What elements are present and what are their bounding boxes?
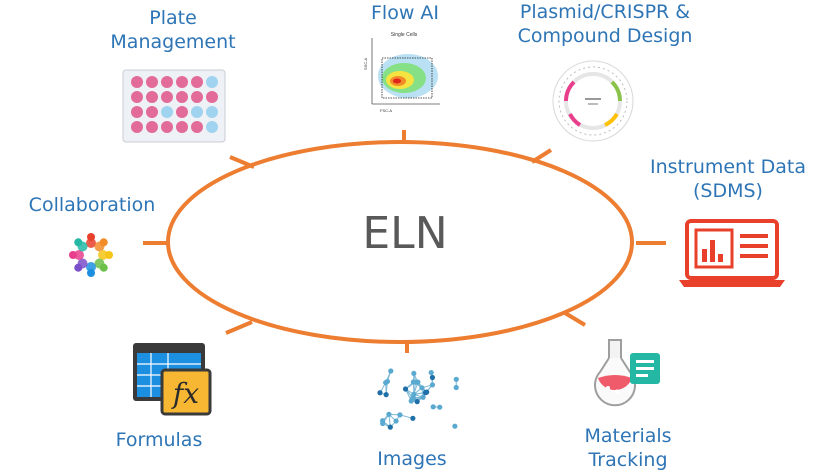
plasmid-label-line1: Plasmid/CRISPR &: [519, 1, 691, 23]
well: [206, 121, 218, 133]
flow-plot-x-label: FSC-A: [380, 108, 392, 113]
well: [191, 106, 203, 118]
flow-label-line1: Flow AI: [370, 2, 439, 24]
atom: [424, 389, 430, 395]
atom: [437, 404, 443, 410]
well: [161, 76, 173, 88]
person-body: [77, 241, 88, 252]
formulas-label: Formulas: [109, 428, 209, 452]
atom: [387, 424, 393, 430]
well: [206, 91, 218, 103]
atom: [410, 415, 416, 421]
atom: [411, 370, 417, 377]
plate-label-line2: Management: [110, 31, 236, 53]
well: [146, 91, 158, 103]
formula-symbol: fx: [171, 377, 199, 410]
well: [176, 91, 188, 103]
person-body: [86, 262, 96, 272]
well: [146, 106, 158, 118]
atom: [411, 391, 417, 397]
plasmid-label: Plasmid/CRISPR & Compound Design: [490, 0, 720, 48]
spoke-plate: [229, 155, 255, 169]
flow-plot-y-label: SSC-A: [363, 57, 368, 70]
atom: [397, 412, 403, 418]
flask-document-icon: [594, 339, 660, 407]
atom: [393, 418, 399, 424]
well: [161, 121, 173, 133]
plate-management-label: Plate Management: [103, 6, 243, 54]
atom: [453, 384, 459, 391]
well: [131, 76, 143, 88]
spoke-formulas: [225, 320, 253, 335]
instrument-data-label: Instrument Data (SDMS): [640, 155, 816, 203]
atom: [430, 404, 436, 410]
well: [161, 91, 173, 103]
instrument-label-line1: Instrument Data: [650, 156, 806, 178]
images-label-line1: Images: [377, 448, 447, 470]
well: [206, 76, 218, 88]
person-body: [86, 238, 96, 248]
atom: [383, 392, 389, 398]
instrument-label-line2: (SDMS): [693, 180, 763, 202]
well-plate-icon: [122, 69, 226, 143]
atom: [452, 423, 458, 429]
materials-label-line1: Materials: [584, 425, 672, 447]
plasmid-label-line2: Compound Design: [517, 25, 693, 47]
atom: [377, 390, 383, 396]
collab-label-line1: Collaboration: [28, 194, 156, 216]
spoke-materials: [563, 311, 587, 327]
person-body: [74, 250, 84, 260]
person-body: [94, 241, 105, 252]
plasmid-map-icon: [552, 60, 634, 142]
atom: [388, 368, 394, 374]
atom: [453, 376, 459, 382]
plate-label-line1: Plate: [149, 7, 197, 29]
well: [131, 91, 143, 103]
atom: [412, 379, 419, 385]
spoke-plasmid: [530, 148, 553, 164]
eln-center-label: ELN: [362, 208, 448, 259]
well: [206, 106, 218, 118]
formulas-label-line1: Formulas: [115, 429, 203, 451]
well: [191, 76, 203, 88]
atom: [419, 385, 425, 391]
flow-ai-label: Flow AI: [355, 1, 455, 25]
flow-plot-title: Single Cells: [391, 32, 418, 38]
flow-cytometry-plot-icon: Single Cells FSC-A SSC-A: [362, 30, 440, 122]
images-label: Images: [362, 447, 462, 471]
well: [131, 106, 143, 118]
well: [131, 121, 143, 133]
ring-spokes: [143, 130, 666, 353]
person-body: [94, 258, 105, 269]
atom: [386, 411, 392, 417]
atom: [414, 399, 420, 405]
atom: [384, 378, 391, 385]
atom: [429, 374, 436, 381]
well: [146, 121, 158, 133]
atom: [420, 394, 426, 400]
well: [146, 76, 158, 88]
molecule-network-icon: [377, 368, 459, 430]
people-circle-icon: [69, 233, 113, 277]
well: [176, 76, 188, 88]
well: [191, 121, 203, 133]
atom: [428, 369, 434, 376]
person-body: [77, 258, 88, 269]
atom: [380, 420, 386, 427]
person-body: [98, 250, 108, 260]
materials-tracking-label: Materials Tracking: [568, 424, 688, 472]
atom: [402, 386, 409, 392]
atom: [429, 382, 436, 388]
spreadsheet-formula-icon: fx: [133, 343, 212, 416]
well: [176, 121, 188, 133]
laptop-chart-icon: [679, 219, 785, 287]
materials-label-line2: Tracking: [588, 449, 668, 471]
well: [191, 91, 203, 103]
well: [161, 106, 173, 118]
well: [176, 106, 188, 118]
collaboration-label: Collaboration: [12, 193, 172, 217]
